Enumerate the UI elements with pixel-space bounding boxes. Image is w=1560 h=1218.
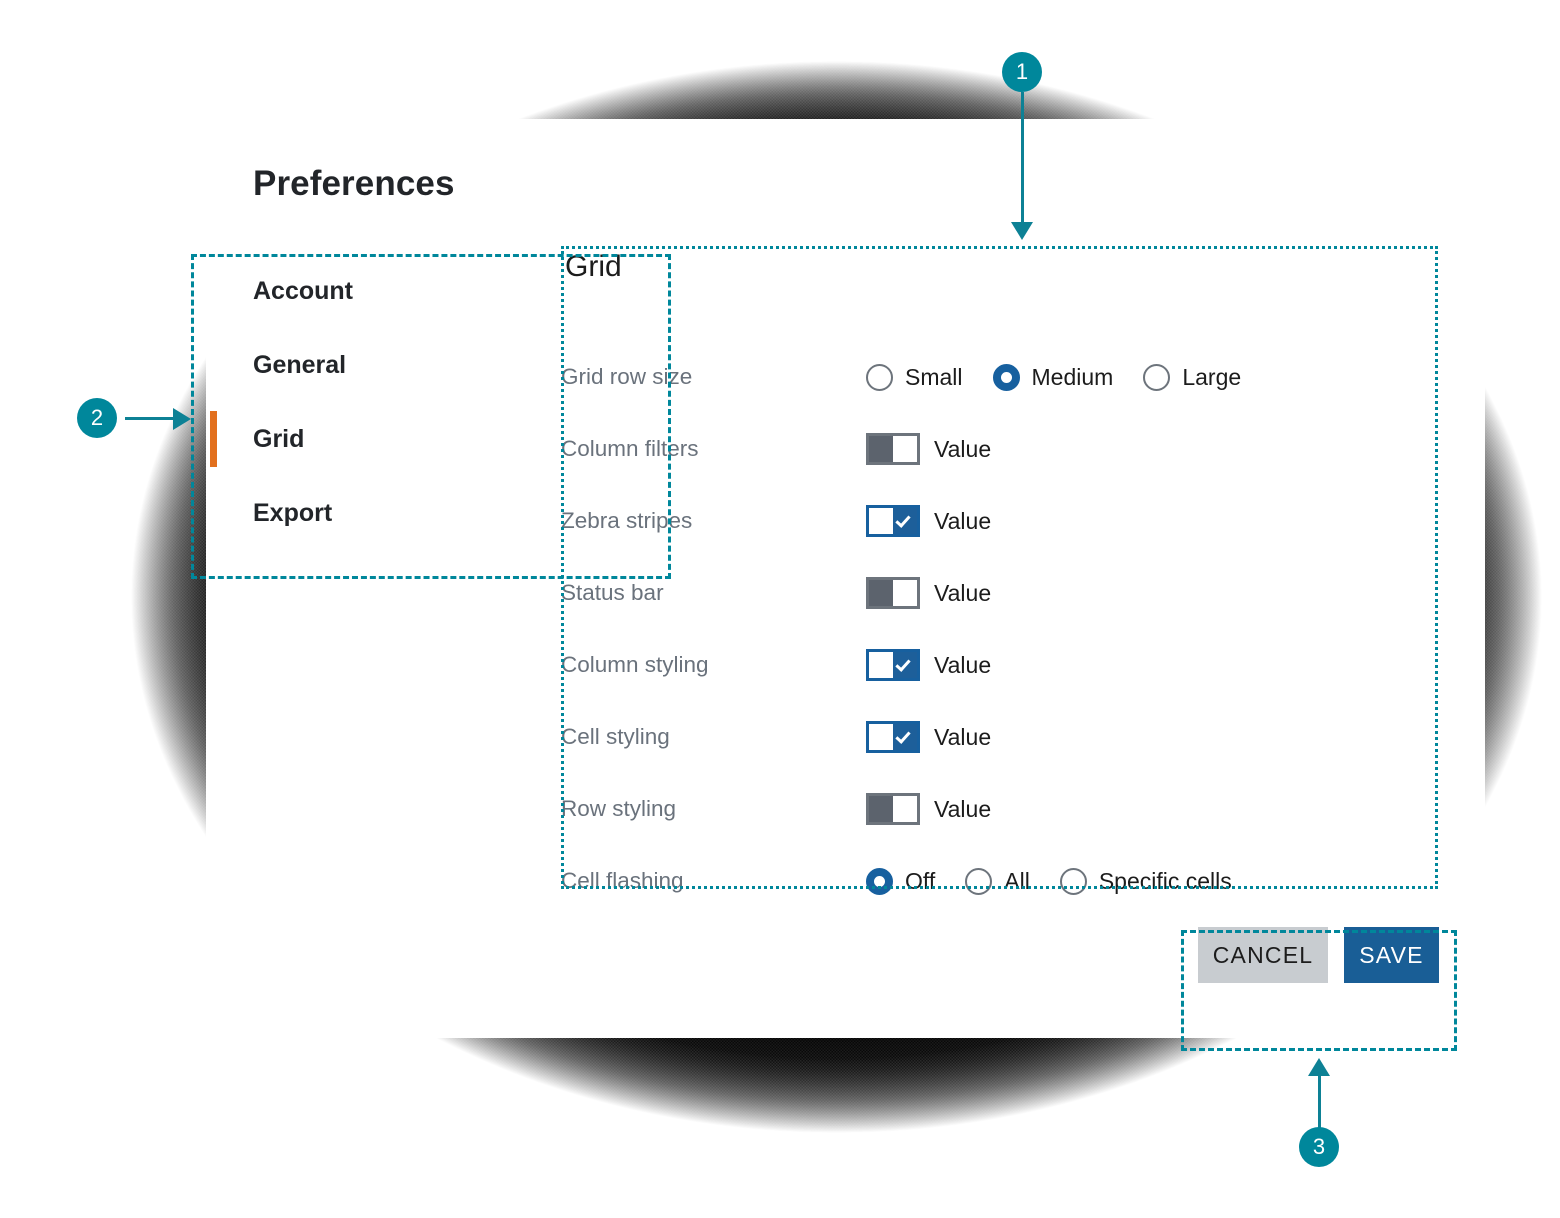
status-bar-toggle-wrap: Value (866, 577, 991, 609)
sidebar-navigation: Account General Grid Export (206, 254, 526, 550)
toggle-knob (869, 796, 893, 822)
setting-label: Zebra stripes (561, 508, 693, 533)
setting-label: Status bar (561, 580, 664, 605)
setting-row-status-bar: Status bar Value (561, 557, 1441, 629)
toggle-knob-checkmark-icon (893, 508, 917, 534)
radio-icon[interactable] (866, 363, 893, 391)
radio-label: Off (905, 867, 936, 894)
setting-label: Cell flashing (561, 868, 684, 893)
toggle-knob-checkmark-icon (893, 724, 917, 750)
radio-icon[interactable] (965, 867, 993, 895)
cell-styling-toggle-wrap: Value (866, 721, 991, 753)
toggle-switch-on[interactable] (866, 505, 920, 537)
toggle-value-label: Value (934, 723, 992, 750)
radio-label: Specific cells (1098, 867, 1232, 894)
toggle-switch-off[interactable] (866, 793, 920, 825)
setting-row-cell-flashing: Cell flashing Off All Specific cells (561, 845, 1441, 917)
sidebar-item-export[interactable]: Export (206, 476, 526, 550)
sidebar-item-grid[interactable]: Grid (206, 402, 526, 476)
toggle-switch-on[interactable] (866, 649, 920, 681)
radio-icon-selected[interactable] (992, 363, 1020, 391)
cancel-button[interactable]: CANCEL (1198, 927, 1328, 983)
save-button[interactable]: SAVE (1344, 927, 1439, 983)
dialog-action-buttons: CANCEL SAVE (206, 927, 1485, 1017)
toggle-value-label: Value (934, 435, 992, 462)
radio-icon-selected[interactable] (866, 867, 893, 895)
radio-label: Medium (1031, 363, 1114, 390)
toggle-switch-off[interactable] (866, 433, 920, 465)
sidebar-item-label: Grid (253, 424, 305, 453)
setting-row-column-filters: Column filters Value (561, 413, 1441, 485)
radio-option-large[interactable]: Large (1143, 363, 1242, 391)
radio-option-medium[interactable]: Medium (992, 363, 1114, 391)
radio-option-specific-cells[interactable]: Specific cells (1059, 867, 1232, 895)
toggle-knob-checkmark-icon (893, 652, 917, 678)
preferences-dialog: Preferences Account General Grid Export (206, 119, 1485, 1038)
radio-label: Small (905, 363, 963, 390)
page-title: Preferences (253, 164, 455, 203)
toggle-value-label: Value (934, 579, 992, 606)
setting-row-zebra-stripes: Zebra stripes Value (561, 485, 1441, 557)
setting-label: Column styling (561, 652, 709, 677)
setting-label: Cell styling (561, 724, 670, 749)
annotation-marker-2[interactable]: 2 (77, 398, 117, 438)
radio-option-all[interactable]: All (965, 867, 1030, 895)
zebra-stripes-toggle-wrap: Value (866, 505, 991, 537)
column-filters-toggle-wrap: Value (866, 433, 991, 465)
sidebar-item-label: Export (253, 498, 333, 527)
radio-icon[interactable] (1143, 363, 1171, 391)
toggle-knob (869, 436, 893, 462)
settings-rows: Grid row size Small Medium Large (561, 341, 1441, 917)
toggle-knob (869, 580, 893, 606)
toggle-switch-on[interactable] (866, 721, 920, 753)
annotation-marker-1[interactable]: 1 (1002, 52, 1042, 92)
radio-option-off[interactable]: Off (866, 867, 936, 895)
cell-flashing-radio-group: Off All Specific cells (866, 867, 1232, 895)
setting-label: Row styling (561, 796, 677, 821)
sidebar-item-label: Account (253, 276, 353, 305)
active-indicator-bar (210, 411, 217, 467)
sidebar-item-label: General (253, 350, 347, 379)
sidebar-item-general[interactable]: General (206, 328, 526, 402)
annotation-marker-3[interactable]: 3 (1299, 1127, 1339, 1167)
setting-row-column-styling: Column styling Value (561, 629, 1441, 701)
radio-option-small[interactable]: Small (866, 363, 963, 391)
column-styling-toggle-wrap: Value (866, 649, 991, 681)
setting-label: Column filters (561, 436, 699, 461)
section-title: Grid (565, 250, 622, 283)
radio-icon[interactable] (1059, 867, 1087, 895)
toggle-switch-off[interactable] (866, 577, 920, 609)
sidebar-item-account[interactable]: Account (206, 254, 526, 328)
toggle-value-label: Value (934, 651, 992, 678)
radio-label: All (1004, 867, 1030, 894)
toggle-value-label: Value (934, 507, 992, 534)
radio-label: Large (1182, 363, 1242, 390)
setting-label: Grid row size (561, 364, 693, 389)
setting-row-cell-styling: Cell styling Value (561, 701, 1441, 773)
grid-row-size-radio-group: Small Medium Large (866, 363, 1242, 391)
toggle-value-label: Value (934, 795, 992, 822)
setting-row-grid-row-size: Grid row size Small Medium Large (561, 341, 1441, 413)
row-styling-toggle-wrap: Value (866, 793, 991, 825)
setting-row-row-styling: Row styling Value (561, 773, 1441, 845)
